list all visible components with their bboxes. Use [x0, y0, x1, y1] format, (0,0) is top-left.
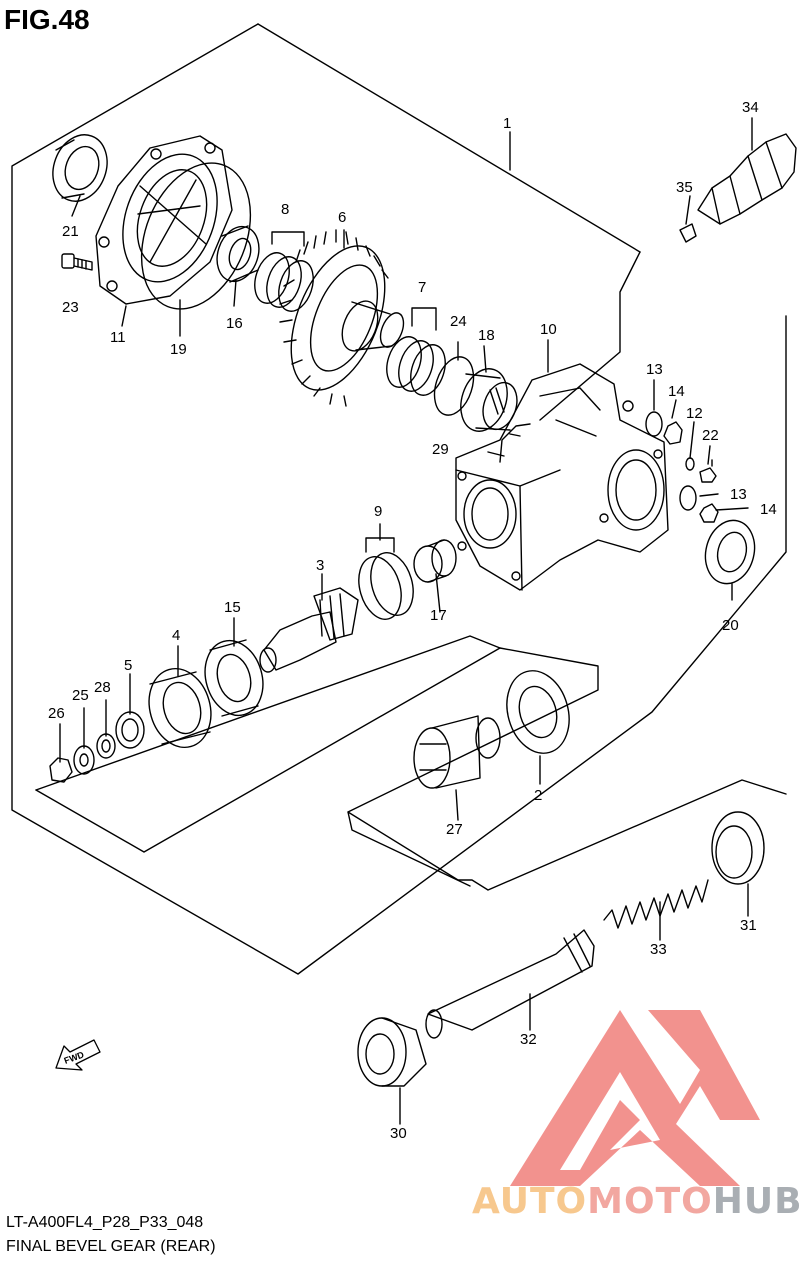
callout-17: 17 [430, 607, 447, 624]
part-21-oil-seal [52, 134, 108, 202]
part-35-clip [679, 223, 697, 243]
watermark-logo [510, 1010, 760, 1186]
callout-25: 25 [72, 687, 89, 704]
callout-13a: 13 [646, 361, 663, 378]
callout-34: 34 [742, 99, 759, 116]
callout-33: 33 [650, 941, 667, 958]
part-7-shims [386, 307, 446, 396]
figure-title: FIG.48 [4, 4, 90, 35]
part-27-coupling [413, 715, 501, 789]
part-34-boot [697, 133, 797, 225]
callout-16: 16 [226, 315, 243, 332]
parts-5-28-25-26 [49, 711, 145, 783]
watermark-hub: HUB [712, 1181, 800, 1222]
part-29-breather [499, 423, 531, 463]
callout-3: 3 [316, 557, 324, 574]
leader-lines [59, 117, 753, 1125]
callout-32: 32 [520, 1031, 537, 1048]
callout-12: 12 [686, 405, 703, 422]
part-24-shim [433, 356, 475, 416]
part-15-bearing [204, 639, 264, 717]
callout-14a: 14 [668, 383, 685, 400]
watermark-moto: MOTO [587, 1181, 713, 1222]
callout-35: 35 [676, 179, 693, 196]
callout-2: 2 [534, 787, 542, 804]
callout-11: 11 [110, 329, 126, 346]
watermark-auto: AUTO [472, 1181, 588, 1222]
caption-title: FINAL BEVEL GEAR (REAR) [6, 1238, 216, 1255]
callout-19: 19 [170, 341, 187, 358]
callout-23: 23 [62, 299, 79, 316]
part-30-boot [357, 1017, 427, 1087]
callout-18: 18 [478, 327, 495, 344]
part-33-spring [603, 879, 709, 929]
callout-15: 15 [224, 599, 241, 616]
callout-27: 27 [446, 821, 463, 838]
callout-1: 1 [503, 115, 511, 132]
callout-5: 5 [124, 657, 132, 674]
callout-31: 31 [740, 917, 757, 934]
callout-20: 20 [722, 617, 739, 634]
part-18-bearing [460, 368, 518, 432]
fwd-label: FWD [63, 1049, 86, 1066]
caption-code: LT-A400FL4_P28_P33_048 [6, 1214, 204, 1231]
part-8-shims [254, 231, 314, 312]
part-19-o-ring [140, 162, 252, 310]
callout-6: 6 [338, 209, 346, 226]
callout-28: 28 [94, 679, 111, 696]
callout-14b: 14 [760, 501, 777, 518]
fwd-arrow-icon [55, 1039, 101, 1071]
part-11-cover [95, 135, 233, 305]
part-6-bevel-gear [279, 229, 405, 407]
small-parts [645, 411, 719, 523]
part-3-pinion [259, 587, 359, 673]
callout-26: 26 [48, 705, 65, 722]
callout-7: 7 [418, 279, 426, 296]
callout-8: 8 [281, 201, 289, 218]
callout-4: 4 [172, 627, 180, 644]
callout-22: 22 [702, 427, 719, 444]
assembly-boundary [11, 23, 787, 975]
callout-30: 30 [390, 1125, 407, 1142]
part-31-damper [711, 811, 765, 885]
part-16-bearing [216, 225, 260, 283]
callout-13b: 13 [730, 486, 747, 503]
callout-21: 21 [62, 223, 79, 240]
part-4-bearing [148, 667, 212, 749]
part-32-shaft [425, 929, 595, 1039]
callout-9: 9 [374, 503, 382, 520]
subassembly-box [35, 647, 787, 891]
part-23-bolt [61, 253, 93, 271]
callout-29: 29 [432, 441, 449, 458]
watermark-text: AUTOMOTOHUB [472, 1181, 800, 1222]
part-17-bearing [413, 539, 457, 583]
callout-24: 24 [450, 313, 467, 330]
part-2-oil-seal [506, 670, 570, 754]
callout-10: 10 [540, 321, 557, 338]
part-9-shims [358, 537, 414, 620]
part-10-gear-case [455, 363, 669, 591]
part-20-oil-seal [704, 519, 756, 585]
